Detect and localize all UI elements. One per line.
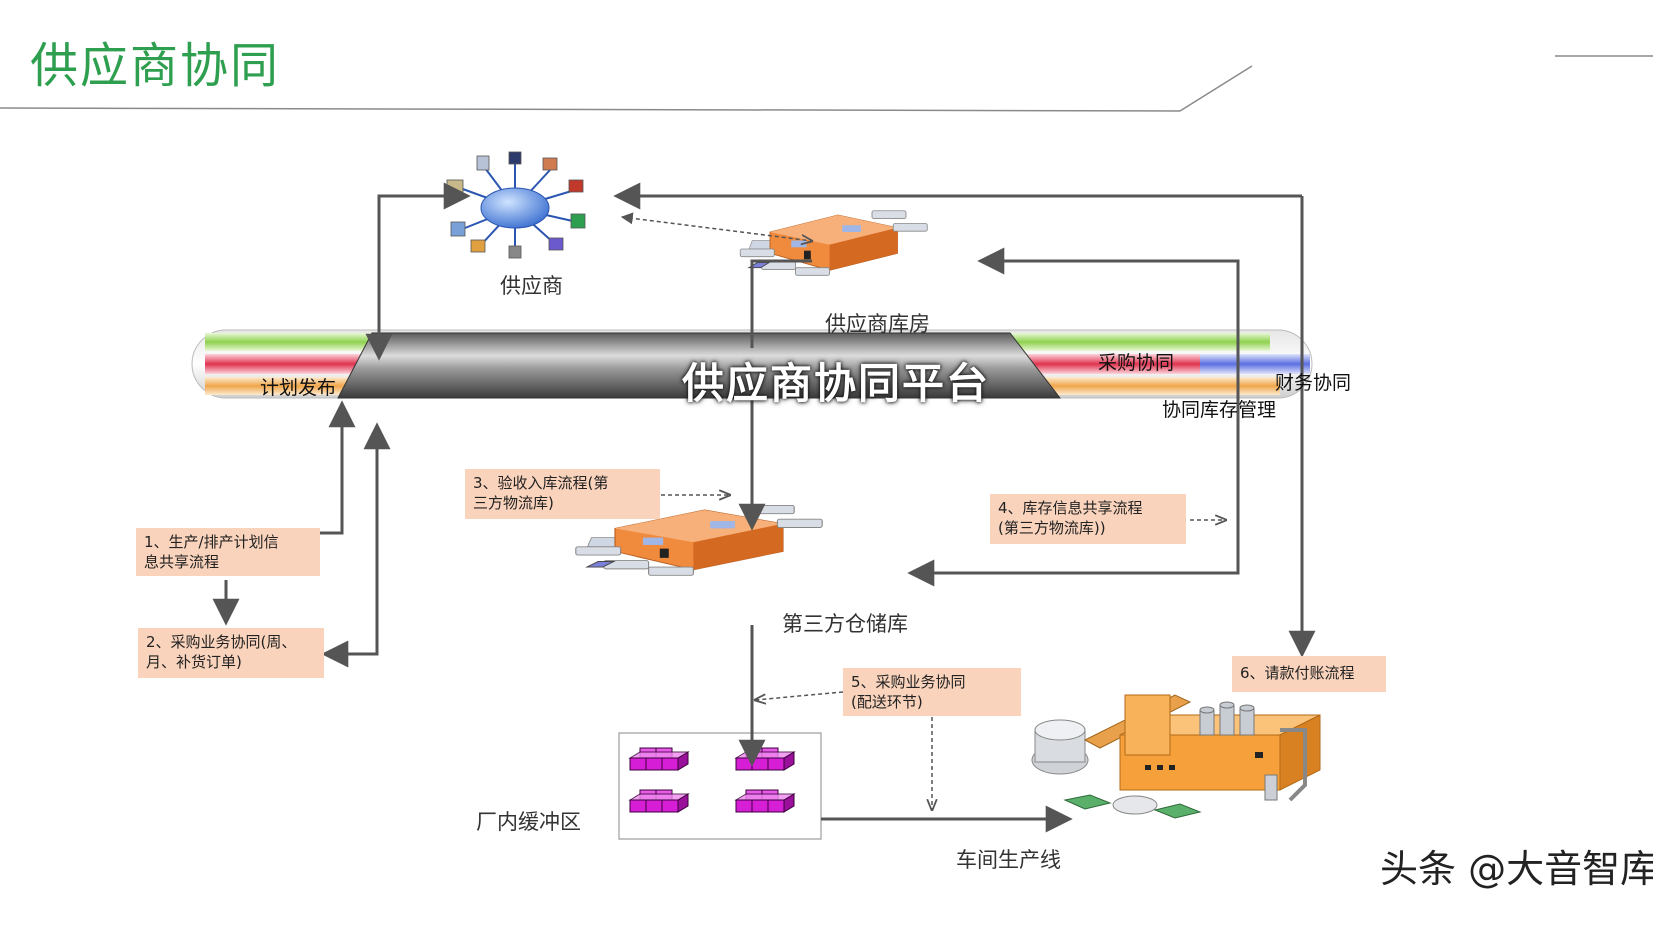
buffer-zone-label: 厂内缓冲区 bbox=[476, 810, 581, 834]
note-line: (配送环节) bbox=[851, 693, 923, 711]
production-line-label: 车间生产线 bbox=[956, 848, 1061, 872]
note-line: (第三方物流库)) bbox=[998, 519, 1106, 537]
band-blue-right bbox=[1200, 354, 1310, 374]
note-line: 4、库存信息共享流程 bbox=[998, 499, 1143, 517]
band-label-finance: 财务协同 bbox=[1275, 372, 1352, 394]
note-line: 3、验收入库流程(第 bbox=[473, 474, 609, 492]
supplier-label: 供应商 bbox=[500, 274, 563, 298]
note-line: 5、采购业务协同 bbox=[851, 673, 966, 691]
process-note-1: 1、生产/排产计划信 息共享流程 bbox=[136, 528, 320, 576]
process-note-2: 2、采购业务协同(周、 月、补货订单) bbox=[138, 628, 324, 678]
flow-connectors bbox=[212, 182, 1316, 833]
supplier-warehouse-icon bbox=[739, 210, 928, 276]
supplier-network-icon bbox=[446, 151, 586, 259]
process-note-3: 3、验收入库流程(第 三方物流库) bbox=[465, 469, 660, 519]
band-label-inventory: 协同库存管理 bbox=[1162, 399, 1277, 421]
platform-pipe bbox=[191, 329, 1313, 399]
note-line: 1、生产/排产计划信 bbox=[144, 533, 279, 551]
band-label-plan-release: 计划发布 bbox=[260, 377, 337, 399]
factory-icon bbox=[1031, 694, 1321, 819]
band-green-right bbox=[1000, 333, 1270, 351]
note-line: 三方物流库) bbox=[473, 494, 554, 512]
buffer-zone-box bbox=[618, 732, 822, 840]
band-orange-right bbox=[1000, 377, 1280, 395]
dashed-connectors bbox=[622, 217, 1226, 810]
supplier-warehouse-label: 供应商库房 bbox=[825, 312, 930, 336]
process-note-6: 6、请款付账流程 bbox=[1232, 656, 1386, 692]
note-line: 息共享流程 bbox=[144, 553, 220, 571]
header-divider bbox=[0, 55, 1653, 112]
process-note-5: 5、采购业务协同 (配送环节) bbox=[843, 668, 1021, 716]
band-label-procurement: 采购协同 bbox=[1098, 352, 1175, 374]
third-party-warehouse-label: 第三方仓储库 bbox=[782, 612, 908, 636]
page-title: 供应商协同 bbox=[30, 38, 281, 94]
platform-title: 供应商协同平台 bbox=[682, 359, 991, 408]
note-line: 6、请款付账流程 bbox=[1240, 664, 1355, 682]
process-note-4: 4、库存信息共享流程 (第三方物流库)) bbox=[990, 494, 1186, 544]
note-line: 2、采购业务协同(周、 bbox=[146, 633, 297, 651]
note-line: 月、补货订单) bbox=[146, 653, 242, 671]
watermark: 头条 @大音智库 bbox=[1380, 847, 1653, 891]
